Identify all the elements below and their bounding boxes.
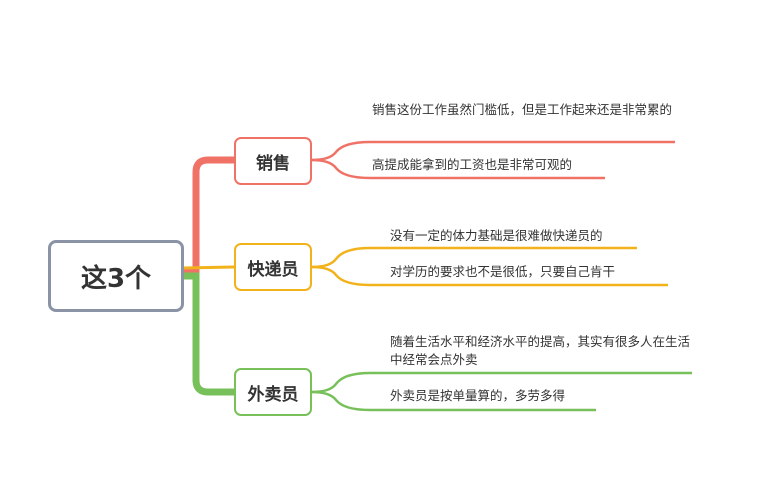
branch-label-sales: 销售 [256, 153, 290, 174]
leaf-courier-1: 没有一定的体力基础是很难做快递员的 [390, 228, 603, 243]
connector-courier-leaf-2 [311, 265, 668, 287]
connector-root-courier [183, 265, 235, 270]
leaf-delivery-2: 外卖员是按单量算的，多劳多得 [390, 388, 566, 403]
connector-root-delivery [180, 272, 238, 396]
connector-sales-leaf-2 [311, 158, 605, 180]
connector-delivery-leaf-1 [311, 371, 692, 394]
leaf-sales-2: 高提成能拿到的工资也是非常可观的 [372, 157, 573, 172]
branch-label-delivery: 外卖员 [247, 384, 299, 405]
connector-root-sales [180, 156, 238, 274]
branch-label-courier: 快递员 [247, 259, 299, 280]
connector-sales-leaf-1 [311, 140, 675, 162]
branch-node-sales[interactable]: 销售 [234, 137, 312, 185]
connector-delivery-leaf-2 [311, 390, 596, 412]
branch-node-delivery[interactable]: 外卖员 [234, 368, 312, 416]
branch-node-courier[interactable]: 快递员 [234, 243, 312, 291]
leaf-sales-1: 销售这份工作虽然门槛低，但是工作起来还是非常累的 [372, 102, 673, 117]
root-topic-label: 这3个 [80, 263, 152, 294]
leaf-courier-2: 对学历的要求也不是很低，只要自己肯干 [390, 264, 616, 279]
connector-courier-leaf-1 [311, 246, 637, 269]
leaf-delivery-1: 随着生活水平和经济水平的提高，其实有很多人在生活中经常会点外卖 [390, 334, 691, 367]
root-topic[interactable]: 这3个 [48, 240, 184, 312]
